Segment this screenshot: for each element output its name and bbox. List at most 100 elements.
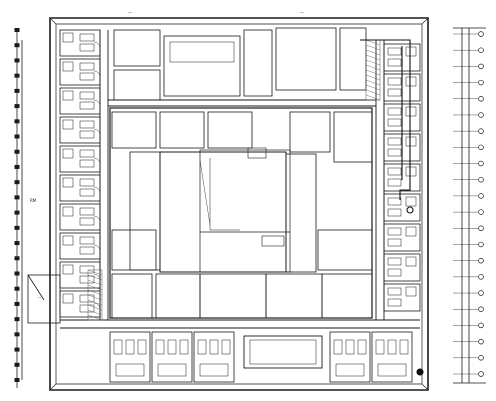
room [111,229,157,271]
bed [79,130,95,139]
hatch-line [87,274,103,281]
room [317,229,373,271]
bed [79,159,95,168]
axis-bubble-right [478,47,484,53]
room [113,69,161,101]
hatch-line [365,44,381,51]
axis-bubble-left [14,362,20,367]
room [163,35,241,97]
axis-bubble-right [478,274,484,280]
bed [79,188,95,197]
door-swing [93,186,101,194]
bathroom [62,177,74,188]
bed [79,246,95,255]
axis-bubble-left [14,104,20,109]
axis-bubble-right [478,63,484,70]
bathroom [62,32,74,43]
door-swing [93,244,101,252]
bed [79,33,95,42]
bathroom [377,363,407,377]
bed [79,265,95,274]
bottom-ward-rooms [109,331,413,383]
left-axis-ticks [14,28,20,382]
room [109,331,151,383]
bed [387,137,402,146]
bed [79,236,95,245]
bathroom [62,235,74,246]
top-block-rooms [111,27,373,319]
left-ward-rooms [59,29,101,318]
axis-bubble-right [478,31,484,37]
axis-bubble-left [14,210,20,215]
axis-bubble-left [14,149,20,154]
bed [387,238,402,247]
bathroom [115,363,145,377]
hatch-line [365,74,381,81]
axis-bubble-right [478,176,484,183]
door-swing [93,99,101,107]
hatch-line [87,269,103,276]
bathroom [62,264,74,275]
axis-bubble-left [14,195,20,200]
bed [79,91,95,100]
room [329,331,371,383]
bathroom [405,196,417,207]
room [111,273,153,319]
lower-left-room-label: — [38,295,42,299]
bathroom [405,106,417,117]
bed [399,339,409,355]
room [339,27,367,91]
axis-bubble-left [14,119,20,124]
axis-bubble-left [14,58,20,63]
bed [387,77,402,86]
bathroom [62,61,74,72]
side-note: RM [30,198,37,203]
bed [79,62,95,71]
mep-run [360,39,424,376]
main-entrance [243,335,323,369]
bed [387,118,402,127]
axis-bubble-left [14,225,20,230]
room [333,111,373,163]
axis-bubble-right [478,322,484,329]
bed [79,149,95,158]
room [113,29,161,67]
room [289,111,331,153]
bathroom [405,166,417,177]
bathroom [62,206,74,217]
bed [387,208,402,217]
axis-bubble-left [14,73,20,78]
hatch-line [365,89,381,96]
room [193,331,235,383]
axis-bubble-right [478,355,484,361]
axis-bubble-left [14,271,20,276]
bed [387,339,397,355]
axis-bubble-right [478,144,484,151]
hatch-line [365,84,381,91]
bed [197,339,207,355]
bed [387,47,402,56]
room [151,331,193,383]
axis-bubble-right [478,371,484,377]
hatch-line [365,64,381,71]
hatch-line [365,94,381,101]
axis-bubble-right [478,160,484,167]
hatch-line [365,39,381,46]
bed [155,339,165,355]
room [199,273,267,319]
bed [137,339,147,355]
axis-bubble-right [478,306,484,312]
axis-bubble-right [478,79,484,86]
axis-bubble-right [478,241,484,248]
bed [387,107,402,116]
room [275,27,337,91]
hatch-line [365,49,381,56]
axis-bubble-left [14,88,20,93]
lower-left-annex [27,274,61,324]
room [371,331,413,383]
top-label-2: — [300,10,304,15]
bed [387,268,402,277]
door-swing [93,128,101,136]
bed [167,339,177,355]
room [321,273,373,319]
